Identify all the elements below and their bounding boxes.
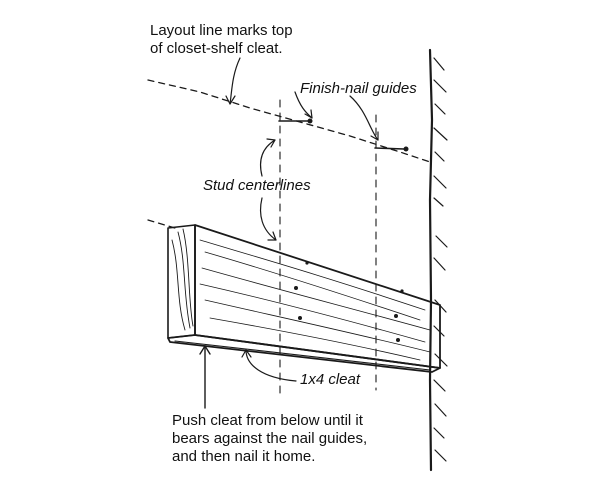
wood-grain [199,239,431,361]
layout-line-label: Layout line marks top of closet-shelf cl… [150,22,293,58]
cleat-label: 1x4 cleat [300,371,361,388]
layout-line [147,79,431,163]
layout-line-label-line-1: Layout line marks top [150,22,293,39]
stud-centerline-leader-up [259,139,276,177]
cleat-leader [245,349,297,382]
stud-centerlines-label: Stud centerlines [203,177,311,194]
nail-guide-left [278,118,313,124]
cleat-nails [294,261,404,342]
layout-line-leader [229,57,241,105]
finish-nail-guides-label: Finish-nail guides [300,80,417,97]
push-instruction-line-1: Push cleat from below until it [172,412,363,429]
nail-guide-right [374,146,409,152]
finish-nail-leader-right [349,95,379,141]
layout-line-label-line-2: of closet-shelf cleat. [150,40,283,57]
wall-edge [428,48,448,472]
cleat-board [167,224,441,373]
cleat-top-dashed-line [147,219,176,229]
push-instruction-label: Push cleat from below until it bears aga… [172,412,367,466]
stud-centerline-leader-down [259,197,277,241]
push-instruction-line-2: bears against the nail guides, [172,430,368,447]
push-instruction-line-3: and then nail it home. [172,448,316,465]
wall-hatching [433,57,448,462]
